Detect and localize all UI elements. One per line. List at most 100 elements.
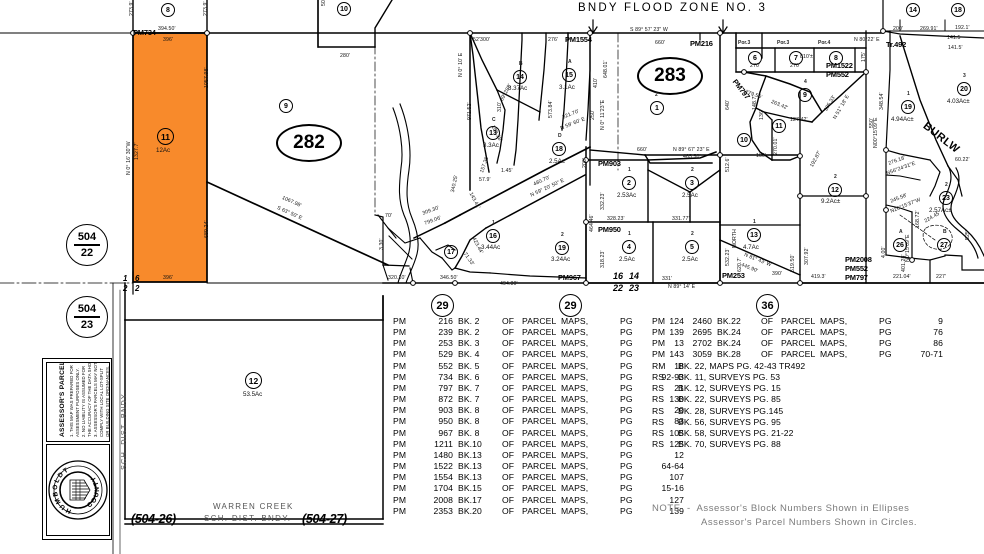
- legend-page: 125: [669, 438, 684, 449]
- pm-label-734: PM734: [133, 28, 156, 37]
- parcel-circle-18-far[interactable]: 18: [951, 3, 965, 17]
- legend-prefix: PM: [393, 472, 407, 483]
- parcel-sub-26: A: [899, 229, 903, 235]
- dimension-label: 100': [756, 153, 767, 159]
- legend-pg-label: PG: [620, 360, 633, 371]
- parcel-sub-16: 1: [492, 220, 495, 226]
- parcel-circle-12-south[interactable]: 12: [245, 372, 262, 389]
- dimension-label: N 80°22' E: [854, 37, 880, 43]
- parcel-circle-10-top[interactable]: 10: [337, 2, 351, 16]
- assessor-stamp-box: ASSESSOR'S PARCEL MAP 1. THIS MAP WAS PR…: [42, 358, 112, 540]
- parcel-circle-5[interactable]: 5: [685, 240, 699, 254]
- parcel-circle-9-block282[interactable]: 9: [279, 99, 293, 113]
- pm-label-253: PM253: [722, 271, 745, 280]
- parcel-circle-19[interactable]: 19: [555, 241, 569, 255]
- dimension-label: N 89° 67' 23" E: [673, 147, 710, 153]
- parcel-circle-10-right[interactable]: 10: [737, 133, 751, 147]
- map-ref-504-22[interactable]: 504 22: [66, 224, 108, 266]
- legend-maps: PARCEL MAPS,: [522, 382, 589, 393]
- legend-of: OF: [502, 360, 515, 371]
- dimension-label: 224.45': [923, 210, 942, 225]
- bearing-north-label-2: 141.5: [947, 35, 961, 41]
- legend-pg-label: PG: [620, 483, 633, 494]
- legend-maps: PARCEL MAPS,: [781, 349, 848, 360]
- map-ref-504-23[interactable]: 504 23: [66, 296, 108, 338]
- parcel-circle-23[interactable]: 23: [939, 191, 953, 205]
- parcel-circle-4[interactable]: 4: [622, 240, 636, 254]
- parcel-sub-2: 1: [628, 167, 631, 173]
- parcel-sub-5: 2: [691, 231, 694, 237]
- dimension-label: 276': [548, 37, 559, 43]
- parcel-circle-19-far[interactable]: 19: [901, 100, 915, 114]
- parcel-circle-13[interactable]: 13: [486, 126, 500, 140]
- legend-number: 872: [438, 394, 453, 405]
- dimension-label: 60.22': [955, 157, 970, 163]
- pm-label-950: PM950: [598, 225, 621, 234]
- legend-reference: BK. 56, SURVEYS PG. 95: [678, 416, 781, 427]
- parcel-sub-9r: 4: [804, 79, 807, 85]
- parcel-circle-26[interactable]: 26: [893, 238, 907, 252]
- parcel-circle-9-right[interactable]: 9: [798, 88, 812, 102]
- parcel-circle-27[interactable]: 27: [937, 238, 951, 252]
- parcel-circle-14-far[interactable]: 14: [906, 3, 920, 17]
- parcel-sub-1-283: 2: [655, 92, 658, 98]
- parcel-circle-16[interactable]: 16: [486, 229, 500, 243]
- dimension-label: N 0° 16' 30"W: [126, 141, 132, 175]
- legend-book: BK. 8: [458, 427, 480, 438]
- parcel-circle-11-right[interactable]: 11: [772, 119, 786, 133]
- parcel-circle-17[interactable]: 17: [444, 245, 458, 259]
- legend-of: OF: [502, 394, 515, 405]
- legend-book: BK. 7: [458, 394, 480, 405]
- parcel-circle-11-orange[interactable]: 11: [157, 128, 174, 145]
- legend-page: 18: [674, 360, 684, 371]
- parcel-circle-18[interactable]: 18: [552, 142, 566, 156]
- dimension-label: 464.46': [589, 214, 595, 232]
- legend-reference: BK. 22, MAPS PG. 42-43 TR492: [678, 361, 806, 371]
- sch-dist-bndy-vertical: SCH. DIST. BNDY.: [119, 390, 128, 470]
- legend-prefix: PM: [652, 327, 666, 338]
- parcel-circle-3[interactable]: 3: [685, 176, 699, 190]
- dimension-label: 348.54': [879, 92, 885, 110]
- dimension-label: 263.42': [770, 99, 789, 112]
- legend-of: OF: [502, 382, 515, 393]
- map-ref-top: 504: [77, 303, 97, 316]
- parcel-circle-8-top[interactable]: 8: [161, 3, 175, 17]
- dimension-label: 640': [725, 99, 731, 110]
- dimension-label: 157.36': [479, 155, 491, 174]
- legend-page: 143: [669, 349, 684, 360]
- dimension-label: 273.9': [129, 1, 135, 16]
- parcel-circle-20[interactable]: 20: [957, 82, 971, 96]
- legend-book: BK. 6: [458, 371, 480, 382]
- parcel-circle-6[interactable]: 6: [748, 51, 762, 65]
- parcel-circle-1-283[interactable]: 1: [650, 101, 664, 115]
- dimension-label: 390': [772, 271, 783, 277]
- parcel-circle-15[interactable]: 15: [562, 68, 576, 82]
- parcel-circle-13b[interactable]: 13: [747, 228, 761, 242]
- map-ref-bottom: 22: [80, 246, 94, 259]
- legend-of: OF: [761, 349, 774, 360]
- legend-prefix: PM: [393, 338, 407, 349]
- parcel-circle-2[interactable]: 2: [622, 176, 636, 190]
- parcel-circle-7[interactable]: 7: [789, 51, 803, 65]
- legend-maps: PARCEL MAPS,: [522, 371, 589, 382]
- parcel-circle-8-right[interactable]: 8: [829, 51, 843, 65]
- legend-number: 903: [438, 405, 453, 416]
- legend-page: 139: [669, 505, 684, 516]
- parcel-circle-12-right[interactable]: 12: [828, 183, 842, 197]
- dimension-label: N 89° 14' E: [668, 284, 696, 290]
- legend-page: 13: [674, 338, 684, 349]
- legend-number: 1522: [433, 461, 453, 472]
- legend-book: BK.22: [717, 316, 741, 326]
- parcel-acreage-12-south: 53.5Ac: [243, 391, 263, 398]
- section-tick-6: 6: [135, 274, 140, 283]
- legend-pg-label: PG: [879, 349, 892, 360]
- section-tick-2a: 2: [123, 284, 128, 293]
- parcel-circle-14[interactable]: 14: [513, 70, 527, 84]
- legend-pg-label: PG: [620, 505, 633, 516]
- legend-maps: PARCEL MAPS,: [522, 505, 589, 516]
- dimension-label: 192.1': [955, 25, 970, 31]
- highlighted-parcel-11[interactable]: [133, 34, 207, 282]
